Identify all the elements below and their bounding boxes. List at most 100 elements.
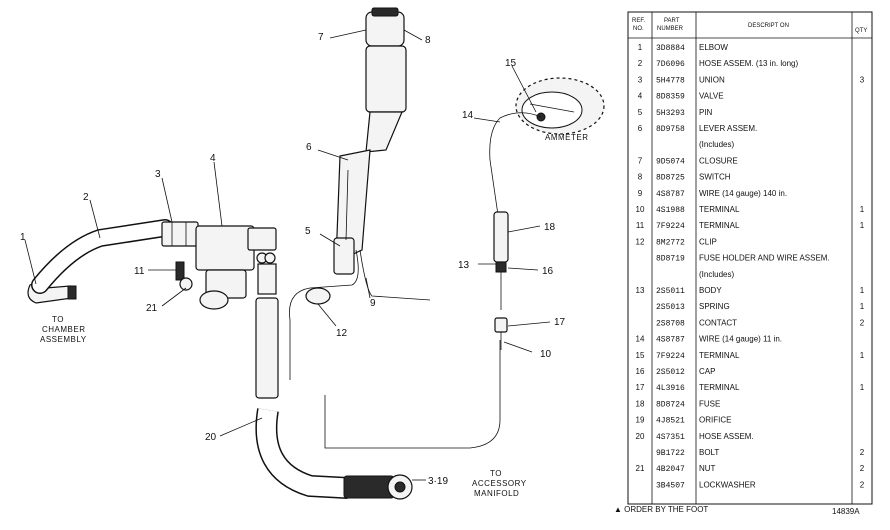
order-by-foot-note: ▲ ORDER BY THE FOOT: [614, 505, 708, 514]
ref-cell: 18: [636, 399, 645, 408]
description-cell: SWITCH: [699, 173, 731, 182]
description-cell: TERMINAL: [699, 351, 740, 360]
callout-12: 12: [336, 328, 348, 339]
description-cell: UNION: [699, 75, 725, 84]
callout-3-19: 3·19: [428, 476, 448, 487]
description-cell: WIRE (14 gauge) 11 in.: [699, 335, 782, 344]
ref-cell: 7: [638, 156, 643, 165]
note-chamber-line2: CHAMBER: [42, 325, 86, 334]
ref-cell: 16: [636, 367, 645, 376]
table-row: (Includes): [699, 270, 734, 279]
callout-21: 21: [146, 303, 158, 314]
table-row: 2 7D6096 HOSE ASSEM. (13 in. long): [638, 59, 799, 69]
table-row: 14 4S8787 WIRE (14 gauge) 11 in.: [636, 335, 782, 345]
description-cell: CONTACT: [699, 318, 737, 327]
part-number-cell: 8D8724: [656, 400, 685, 409]
description-cell: HOSE ASSEM.: [699, 432, 754, 441]
wire-11in: [489, 112, 542, 216]
qty-cell: 1: [860, 221, 865, 230]
header-ref-line2: NO.: [633, 26, 644, 32]
callout-15: 15: [505, 58, 517, 69]
part-number-cell: 9B1722: [656, 449, 685, 458]
ref-cell: 9: [638, 189, 643, 198]
part-number-cell: 2S5011: [656, 287, 685, 296]
fuse-holder: [493, 211, 509, 350]
qty-cell: 1: [860, 205, 865, 214]
description-cell: CAP: [699, 367, 715, 376]
callout-11: 11: [134, 266, 145, 277]
ref-cell: 14: [636, 335, 645, 344]
ref-cell: 2: [638, 59, 643, 68]
switch-wire: [289, 249, 431, 380]
description-cell: NUT: [699, 464, 716, 473]
chamber-note: TO CHAMBER ASSEMBLY: [40, 315, 87, 344]
part-number-cell: 5H3293: [656, 109, 685, 118]
valve-body: [175, 225, 277, 310]
note-manifold-line1: TO: [490, 469, 502, 478]
description-cell: LOCKWASHER: [699, 480, 756, 489]
description-cell: CLIP: [699, 237, 717, 246]
note-ammeter: AMMETER: [545, 133, 589, 142]
ref-cell: 15: [636, 351, 645, 360]
qty-cell: 2: [860, 464, 865, 473]
description-cell: LEVER ASSEM.: [699, 124, 757, 133]
callout-6: 6: [306, 142, 312, 153]
part-number-cell: 5H4778: [656, 76, 685, 85]
part-number-cell: 7D6096: [656, 60, 685, 69]
part-number-cell: 2S5013: [656, 303, 685, 312]
description-cell: BOLT: [699, 448, 719, 457]
ref-cell: 3: [638, 75, 643, 84]
ref-cell: 17: [636, 383, 645, 392]
callout-4: 4: [210, 153, 216, 164]
header-ref-line1: REF.: [632, 18, 645, 24]
callout-17: 17: [554, 317, 566, 328]
switch-assembly: [365, 7, 407, 153]
header-description: DESCRIPT ON: [748, 23, 789, 29]
ref-cell: 21: [636, 464, 645, 473]
callout-1: 1: [20, 232, 26, 243]
description-cell: FUSE: [699, 399, 720, 408]
hose-assembly-13in: [31, 219, 174, 294]
manifold-note: TO ACCESSORY MANIFOLD: [472, 469, 526, 498]
description-cell: FUSE HOLDER AND WIRE ASSEM.: [699, 254, 830, 263]
description-cell: TERMINAL: [699, 383, 740, 392]
note-chamber-line3: ASSEMBLY: [40, 335, 87, 344]
callout-2: 2: [83, 192, 89, 203]
part-number-cell: 4J8521: [656, 417, 685, 426]
part-number-cell: 7F9224: [656, 222, 685, 231]
description-cell: TERMINAL: [699, 205, 740, 214]
callout-3: 3: [155, 169, 161, 180]
table-row: 8D8719 FUSE HOLDER AND WIRE ASSEM.: [656, 254, 830, 264]
table-row: 17 4L3916 TERMINAL 1: [636, 383, 865, 393]
callout-20: 20: [205, 432, 217, 443]
callout-13: 13: [458, 260, 470, 271]
part-number-cell: 8D8719: [656, 255, 685, 264]
description-cell: HOSE ASSEM. (13 in. long): [699, 59, 798, 68]
callout-5: 5: [305, 226, 311, 237]
qty-cell: 1: [860, 383, 865, 392]
part-number-cell: 4S8787: [656, 336, 685, 345]
description-cell: PIN: [699, 108, 713, 117]
lever-assembly: [333, 149, 371, 275]
qty-cell: 1: [860, 302, 865, 311]
part-number-cell: 4L3916: [656, 384, 685, 393]
part-number-cell: 4S1988: [656, 206, 685, 215]
description-cell: VALVE: [699, 92, 724, 101]
hose-assembly-lower: [255, 297, 413, 500]
